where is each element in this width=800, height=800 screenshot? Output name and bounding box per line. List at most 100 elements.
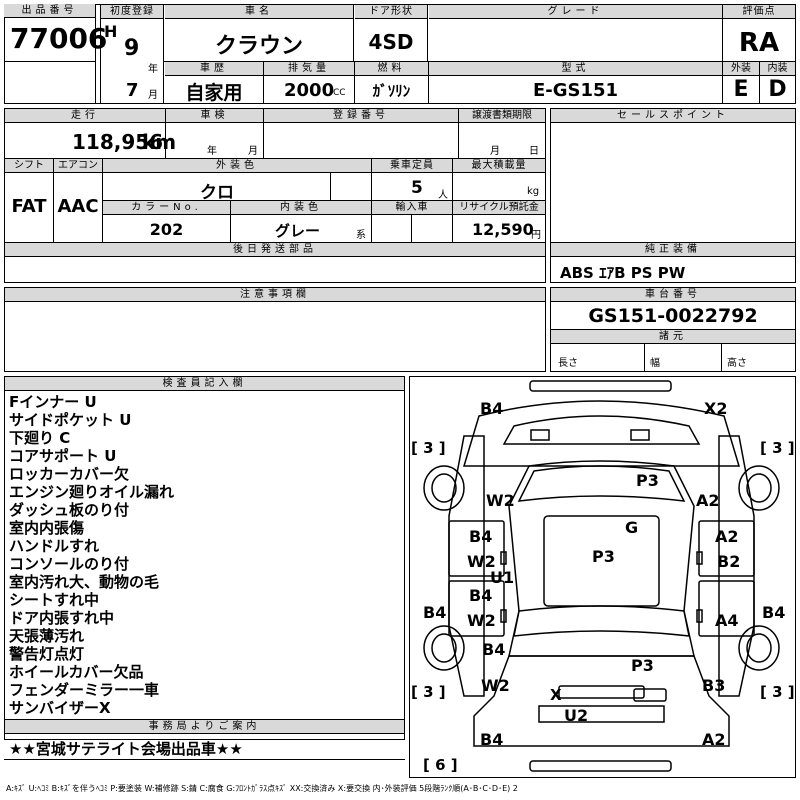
model-value: E-GS151 — [532, 80, 619, 101]
capacity-label: 乗車定員 — [372, 159, 452, 173]
tire-tread-rear-right: [ 3 ] — [760, 683, 795, 701]
reg-month: 7 — [126, 80, 139, 101]
spare-tire-tread: [ 6 ] — [423, 756, 458, 774]
car-name-label: 車名 — [165, 5, 353, 19]
inspection-month-unit: 月 — [248, 146, 258, 157]
damage-mark-trunk: P3 — [631, 656, 654, 675]
reg-month-unit: 月 — [148, 90, 158, 101]
history-value: 自家用 — [185, 82, 243, 104]
note-line: コアサポート U — [9, 447, 117, 465]
office-label: 事務局よりご案内 — [5, 720, 404, 734]
damage-mark-left-front-door-top: B4 — [469, 527, 493, 546]
reg-year-unit: 年 — [148, 64, 158, 75]
damage-mark-roof: G — [625, 518, 639, 537]
recycle-value: 12,590 — [472, 220, 534, 239]
width-label: 幅 — [650, 358, 660, 369]
transfer-month-unit: 月 — [490, 146, 500, 157]
note-line: コンソールのり付 — [9, 555, 130, 573]
fuel-label: 燃料 — [355, 62, 428, 76]
capacity-unit: 人 — [438, 190, 448, 201]
office-text: ★★宮城サテライト会場出品車★★ — [9, 740, 243, 758]
color-no-value: 202 — [149, 220, 184, 239]
lot-number-label: 出品番号 — [4, 4, 95, 18]
tire-tread-rear-left: [ 3 ] — [411, 683, 446, 701]
capacity-value: 5 — [411, 178, 423, 198]
damage-mark-right-rocker-ext: B4 — [762, 603, 786, 622]
door-label: ドア形状 — [355, 5, 427, 19]
import-label: 輸入車 — [372, 201, 452, 215]
inspector-label: 検査員記入欄 — [5, 377, 404, 391]
interior-label: 内装 — [760, 62, 795, 76]
load-unit: kg — [527, 186, 540, 197]
fuel-value: ｶﾞｿﾘﾝ — [372, 82, 411, 100]
later-parts-label: 後日発送部品 — [5, 243, 545, 257]
damage-mark-left-rear-door-top: B4 — [469, 586, 493, 605]
notice-label: 注意事項欄 — [5, 288, 545, 302]
damage-mark-left-rear-quarter: W2 — [481, 676, 510, 695]
damage-mark-right-rear-door: A4 — [715, 611, 739, 630]
damage-mark-right-front-door: B2 — [717, 552, 741, 571]
mileage-value: 118,956 — [72, 130, 164, 154]
transfer-day-unit: 日 — [529, 146, 539, 157]
damage-mark-rear-x: X — [550, 686, 562, 704]
sales-point-block — [550, 108, 796, 283]
note-line: サイドポケット U — [9, 411, 132, 429]
length-label: 長さ — [558, 358, 578, 369]
notice-block — [4, 287, 546, 372]
note-line: ドア内張すれ中 — [9, 609, 115, 627]
damage-mark-left-front-door: W2 — [467, 552, 496, 571]
note-line: エンジン廻りオイル漏れ — [9, 483, 175, 501]
score-label: 評価点 — [723, 5, 795, 19]
note-line: シートすれ中 — [9, 591, 100, 609]
inspection-label: 車検 — [166, 109, 263, 123]
displacement-label: 排気量 — [264, 62, 354, 76]
transfer-label: 譲渡書類期限 — [459, 109, 545, 123]
note-line: ダッシュ板のり付 — [9, 501, 130, 519]
model-label: 型式 — [429, 62, 722, 76]
tire-tread-front-right: [ 3 ] — [760, 439, 795, 457]
chassis-label: 車台番号 — [551, 288, 795, 302]
recycle-label: リサイクル預託金 — [453, 201, 545, 215]
damage-mark-rear-bumper: U2 — [564, 706, 589, 725]
ac-label: エアコン — [54, 159, 102, 173]
damage-mark-hood: P3 — [636, 471, 659, 490]
note-line: ロッカーカバー欠 — [9, 465, 130, 483]
damage-mark-left-fender: W2 — [486, 491, 515, 510]
inspection-year-unit: 年 — [207, 146, 217, 157]
door-type: 4SD — [368, 30, 414, 54]
header-block — [4, 4, 796, 104]
shift-value: FAT — [11, 196, 47, 217]
reg-year: 9 — [124, 36, 140, 61]
damage-mark-roof-center: P3 — [592, 547, 615, 566]
equipment-value: ABS ｴｱB PS PW — [560, 264, 686, 282]
equipment-label: 純正装備 — [551, 243, 795, 257]
note-line: Fインナー U — [9, 393, 97, 411]
exterior-score: E — [733, 77, 749, 102]
interior-score: D — [768, 77, 787, 102]
damage-mark-right-front-door-top: A2 — [715, 527, 739, 546]
note-line: 室内汚れ大、動物の毛 — [9, 573, 160, 591]
note-line: サンバイザーX — [9, 699, 111, 717]
int-color-unit: 系 — [356, 230, 366, 241]
color-value: クロ — [200, 183, 234, 203]
int-color-label: 内装色 — [231, 201, 371, 215]
legend: A:ｷｽﾞ U:ﾍｺﾐ B:ｷｽﾞを伴うﾍｺﾐ P:要塗装 W:補修跡 S:錆 … — [6, 784, 518, 793]
damage-mark-right-fender: A2 — [696, 491, 720, 510]
note-line: 室内内張傷 — [9, 519, 85, 537]
exterior-label: 外装 — [723, 62, 759, 76]
era: H — [104, 22, 118, 41]
color-label: 外装色 — [103, 159, 371, 173]
inspector-block — [4, 376, 405, 740]
damage-diagram-block — [409, 376, 796, 778]
chassis-value: GS151-0022792 — [588, 305, 758, 327]
damage-mark-left-quarter: B4 — [482, 640, 506, 659]
sales-point-label: セールスポイント — [551, 109, 795, 123]
first-reg-label: 初度登録 — [101, 5, 163, 19]
note-line: ホイールカバー欠品 — [9, 663, 144, 681]
mileage-label: 走行 — [5, 109, 165, 123]
note-line: 下廻り C — [9, 429, 71, 447]
damage-mark-rear-left-corner: B4 — [480, 730, 504, 749]
car-name: クラウン — [214, 34, 303, 59]
shift-label: シフト — [5, 159, 53, 173]
displacement-unit: CC — [333, 88, 346, 98]
